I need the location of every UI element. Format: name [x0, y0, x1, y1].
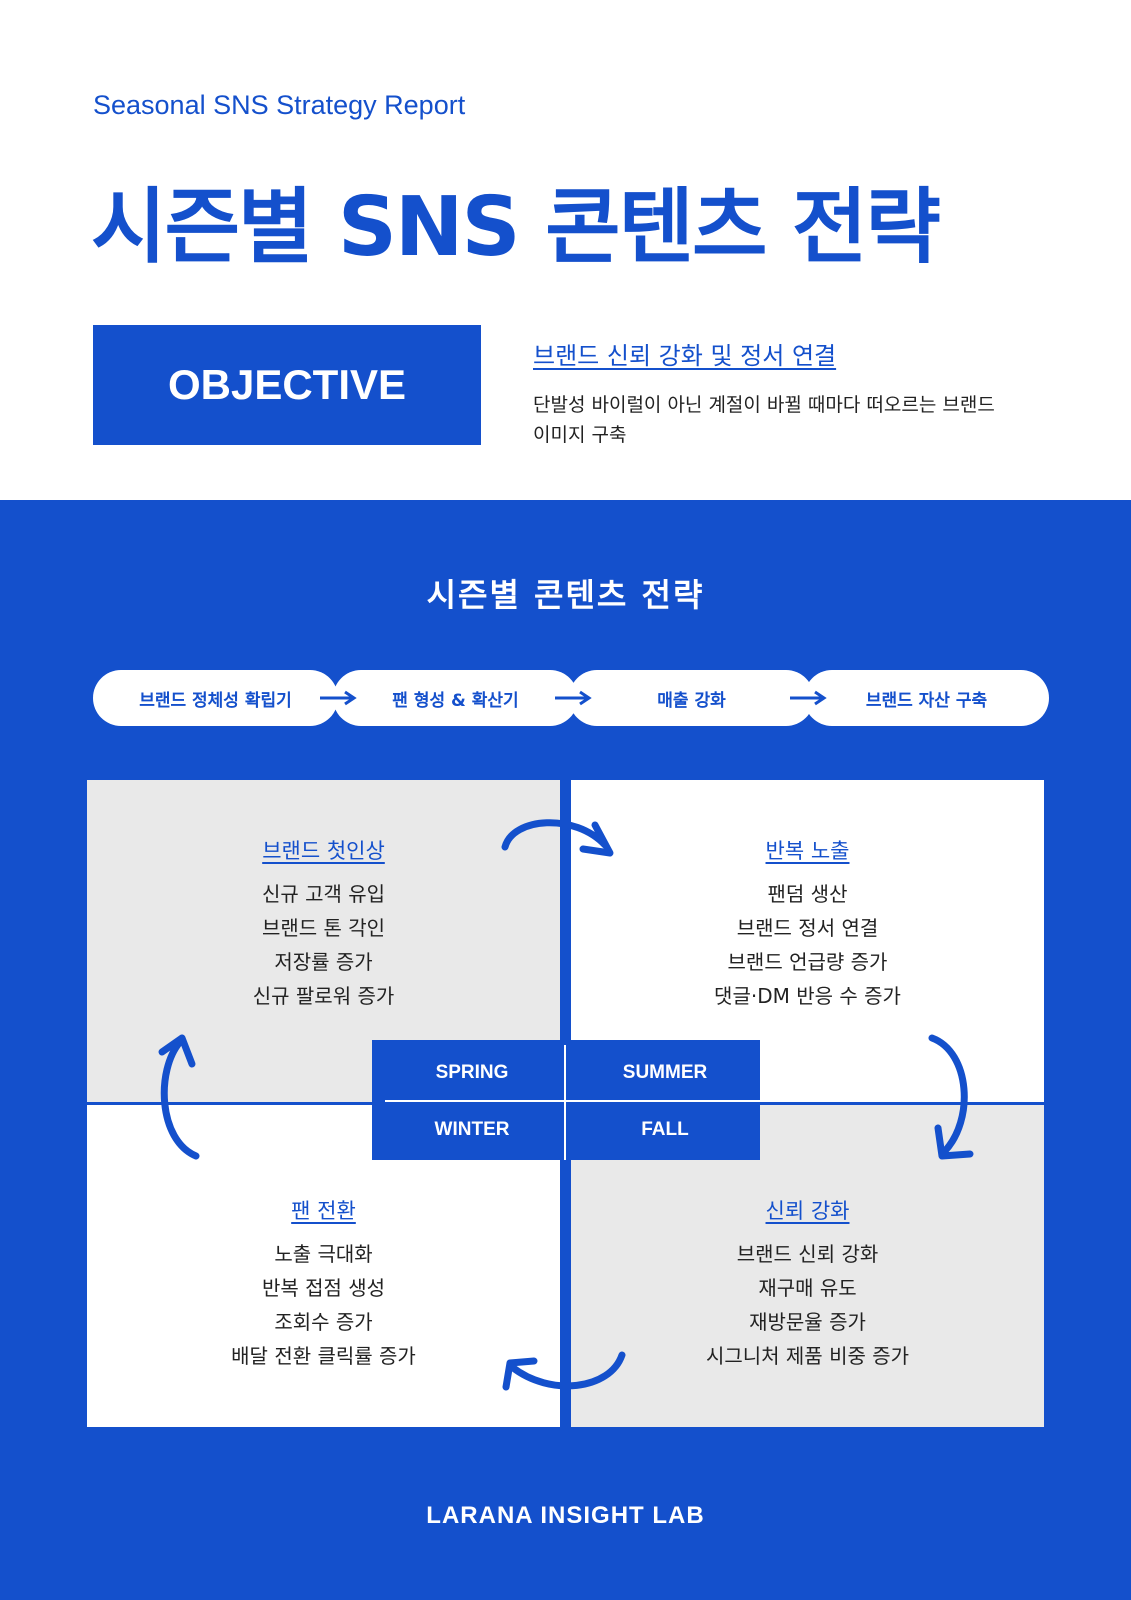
quadrant-item: 브랜드 정서 연결 [736, 916, 879, 940]
quadrant-item: 팬덤 생산 [767, 882, 848, 906]
season-label-fall: FALL [641, 1119, 689, 1140]
quadrant-item: 반복 접점 생성 [261, 1276, 386, 1300]
quadrant-heading: 팬 전환 [291, 1199, 356, 1223]
quadrant-winter: 팬 전환 노출 극대화 반복 접점 생성 조회수 증가 배달 전환 클릭률 증가 [87, 1105, 560, 1427]
quadrant-item: 브랜드 신뢰 강화 [736, 1242, 879, 1266]
stage-pill-3: 매출 강화 [569, 670, 814, 726]
stage-pill-4: 브랜드 자산 구축 [804, 670, 1049, 726]
season-label-summer: SUMMER [622, 1062, 708, 1083]
arrow-right-icon [320, 690, 357, 706]
season-divider-horizontal [385, 1100, 760, 1102]
arrow-right-icon [555, 690, 592, 706]
quadrant-item: 신규 고객 유입 [261, 882, 386, 906]
quadrant-heading: 신뢰 강화 [765, 1199, 850, 1223]
curved-arrow-icon [928, 1034, 974, 1160]
quadrant-item: 배달 전환 클릭률 증가 [231, 1344, 416, 1368]
objective-heading: 브랜드 신뢰 강화 및 정서 연결 [533, 342, 837, 370]
stage-pill-1: 브랜드 정체성 확립기 [93, 670, 338, 726]
quadrant-item: 신규 팔로워 증가 [252, 984, 395, 1008]
stage-pill-2: 팬 형성 & 확산기 [333, 670, 578, 726]
report-subtitle: Seasonal SNS Strategy Report [93, 90, 466, 120]
quadrant-item: 브랜드 톤 각인 [261, 916, 386, 940]
quadrant-heading: 브랜드 첫인상 [262, 839, 385, 863]
season-divider-vertical [564, 1045, 566, 1160]
curved-arrow-icon [158, 1034, 200, 1160]
quadrant-item: 브랜드 언급량 증가 [727, 950, 888, 974]
quadrant-heading: 반복 노출 [765, 839, 850, 863]
quadrant-item: 저장률 증가 [274, 950, 373, 974]
objective-description: 단발성 바이럴이 아닌 계절이 바뀔 때마다 떠오르는 브랜드 이미지 구축 [533, 394, 995, 446]
arrow-right-icon [790, 690, 827, 706]
quadrant-item: 조회수 증가 [274, 1310, 373, 1334]
quadrant-item: 댓글·DM 반응 수 증가 [714, 984, 901, 1008]
footer-brand: LARANA INSIGHT LAB [426, 1502, 705, 1529]
section-title: 시즌별 콘텐츠 전략 [426, 576, 705, 614]
page-title: 시즌별 SNS 콘텐츠 전략 [91, 180, 941, 275]
quadrant-item: 재방문율 증가 [749, 1310, 866, 1334]
season-label-spring: SPRING [435, 1062, 509, 1083]
quadrant-item: 시그니처 제품 비중 증가 [705, 1344, 910, 1368]
curved-arrow-icon [502, 1351, 626, 1391]
curved-arrow-icon [501, 819, 614, 857]
quadrant-item: 재구매 유도 [758, 1276, 857, 1300]
objective-label-box: OBJECTIVE [93, 325, 481, 445]
season-label-winter: WINTER [434, 1119, 510, 1140]
quadrant-item: 노출 극대화 [274, 1242, 373, 1266]
